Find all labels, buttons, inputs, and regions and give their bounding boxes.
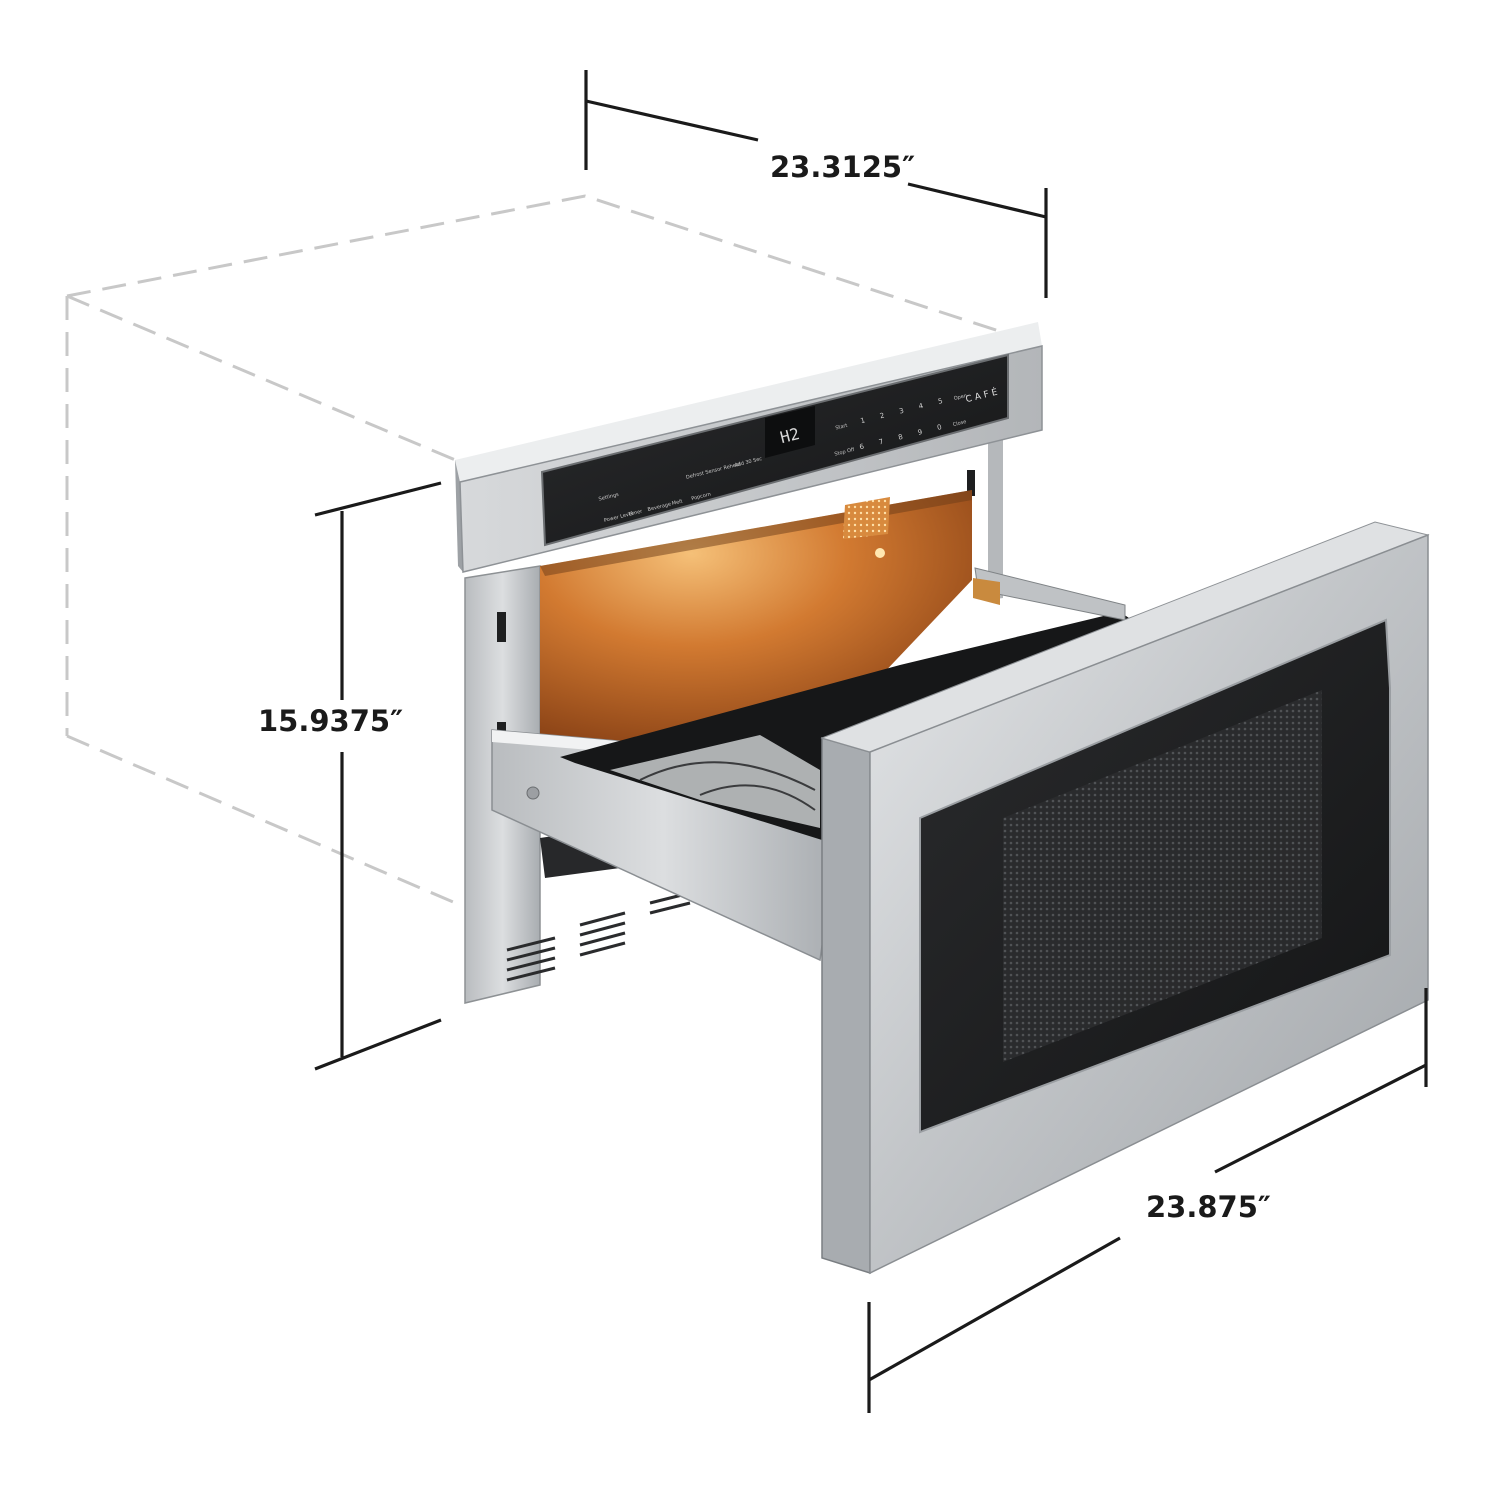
height-extension-top (314, 481, 442, 517)
key-beverage[interactable]: Beverage (647, 501, 672, 513)
keypad-row-bottom: Stop Off 6 7 8 9 0 Close (834, 419, 967, 458)
key-close[interactable]: Close (952, 419, 967, 428)
key-9[interactable]: 9 (917, 428, 923, 437)
light-bulb-icon (875, 548, 885, 558)
width-label: 23.3125″ (770, 150, 915, 184)
key-8[interactable]: 8 (897, 433, 903, 442)
slot-mark (497, 612, 506, 642)
key-3[interactable]: 3 (898, 407, 904, 416)
depth-dimension-line (868, 1236, 1121, 1382)
key-2[interactable]: 2 (879, 412, 885, 421)
height-label: 15.9375″ (258, 704, 403, 738)
drawer (491, 567, 1135, 962)
display-window (765, 406, 815, 458)
drawer-front-edge (821, 737, 871, 1275)
drawer-front (820, 521, 1430, 1275)
key-stop-off[interactable]: Stop Off (834, 447, 856, 458)
key-0[interactable]: 0 (936, 423, 942, 432)
right-side-panel (988, 428, 1003, 600)
key-melt[interactable]: Melt (671, 499, 683, 507)
depth-dimension-line (1214, 1063, 1427, 1174)
interior-light-grille (843, 497, 890, 539)
height-extension-bottom (314, 1018, 442, 1071)
display-text: H2 (778, 424, 801, 447)
width-dimension-line (907, 182, 1047, 219)
depth-label: 23.875″ (1146, 1190, 1271, 1224)
key-settings[interactable]: Settings (598, 492, 620, 503)
key-7[interactable]: 7 (878, 438, 884, 447)
key-popcorn[interactable]: Popcorn (691, 491, 712, 502)
width-dimension-line (585, 99, 759, 142)
key-4[interactable]: 4 (918, 402, 925, 411)
keypad-row-top: Start 1 2 3 4 5 Open (835, 393, 968, 432)
cabinet-outline (65, 194, 1006, 907)
key-1[interactable]: 1 (860, 416, 866, 425)
key-start[interactable]: Start (835, 423, 848, 432)
slot-mark (967, 470, 975, 496)
key-open[interactable]: Open (953, 393, 967, 402)
key-timer[interactable]: Timer (627, 508, 644, 518)
key-defrost[interactable]: Defrost (685, 471, 704, 481)
window-mesh-screen (1003, 690, 1322, 1062)
top-trim: H2 H2 CAFÉ Start 1 2 3 4 5 Open Stop Off… (455, 322, 1043, 573)
key-6[interactable]: 6 (859, 442, 866, 451)
turntable (610, 735, 820, 828)
dimension-lines (314, 70, 1428, 1413)
rail-screw (526, 786, 540, 800)
key-5[interactable]: 5 (937, 397, 943, 406)
